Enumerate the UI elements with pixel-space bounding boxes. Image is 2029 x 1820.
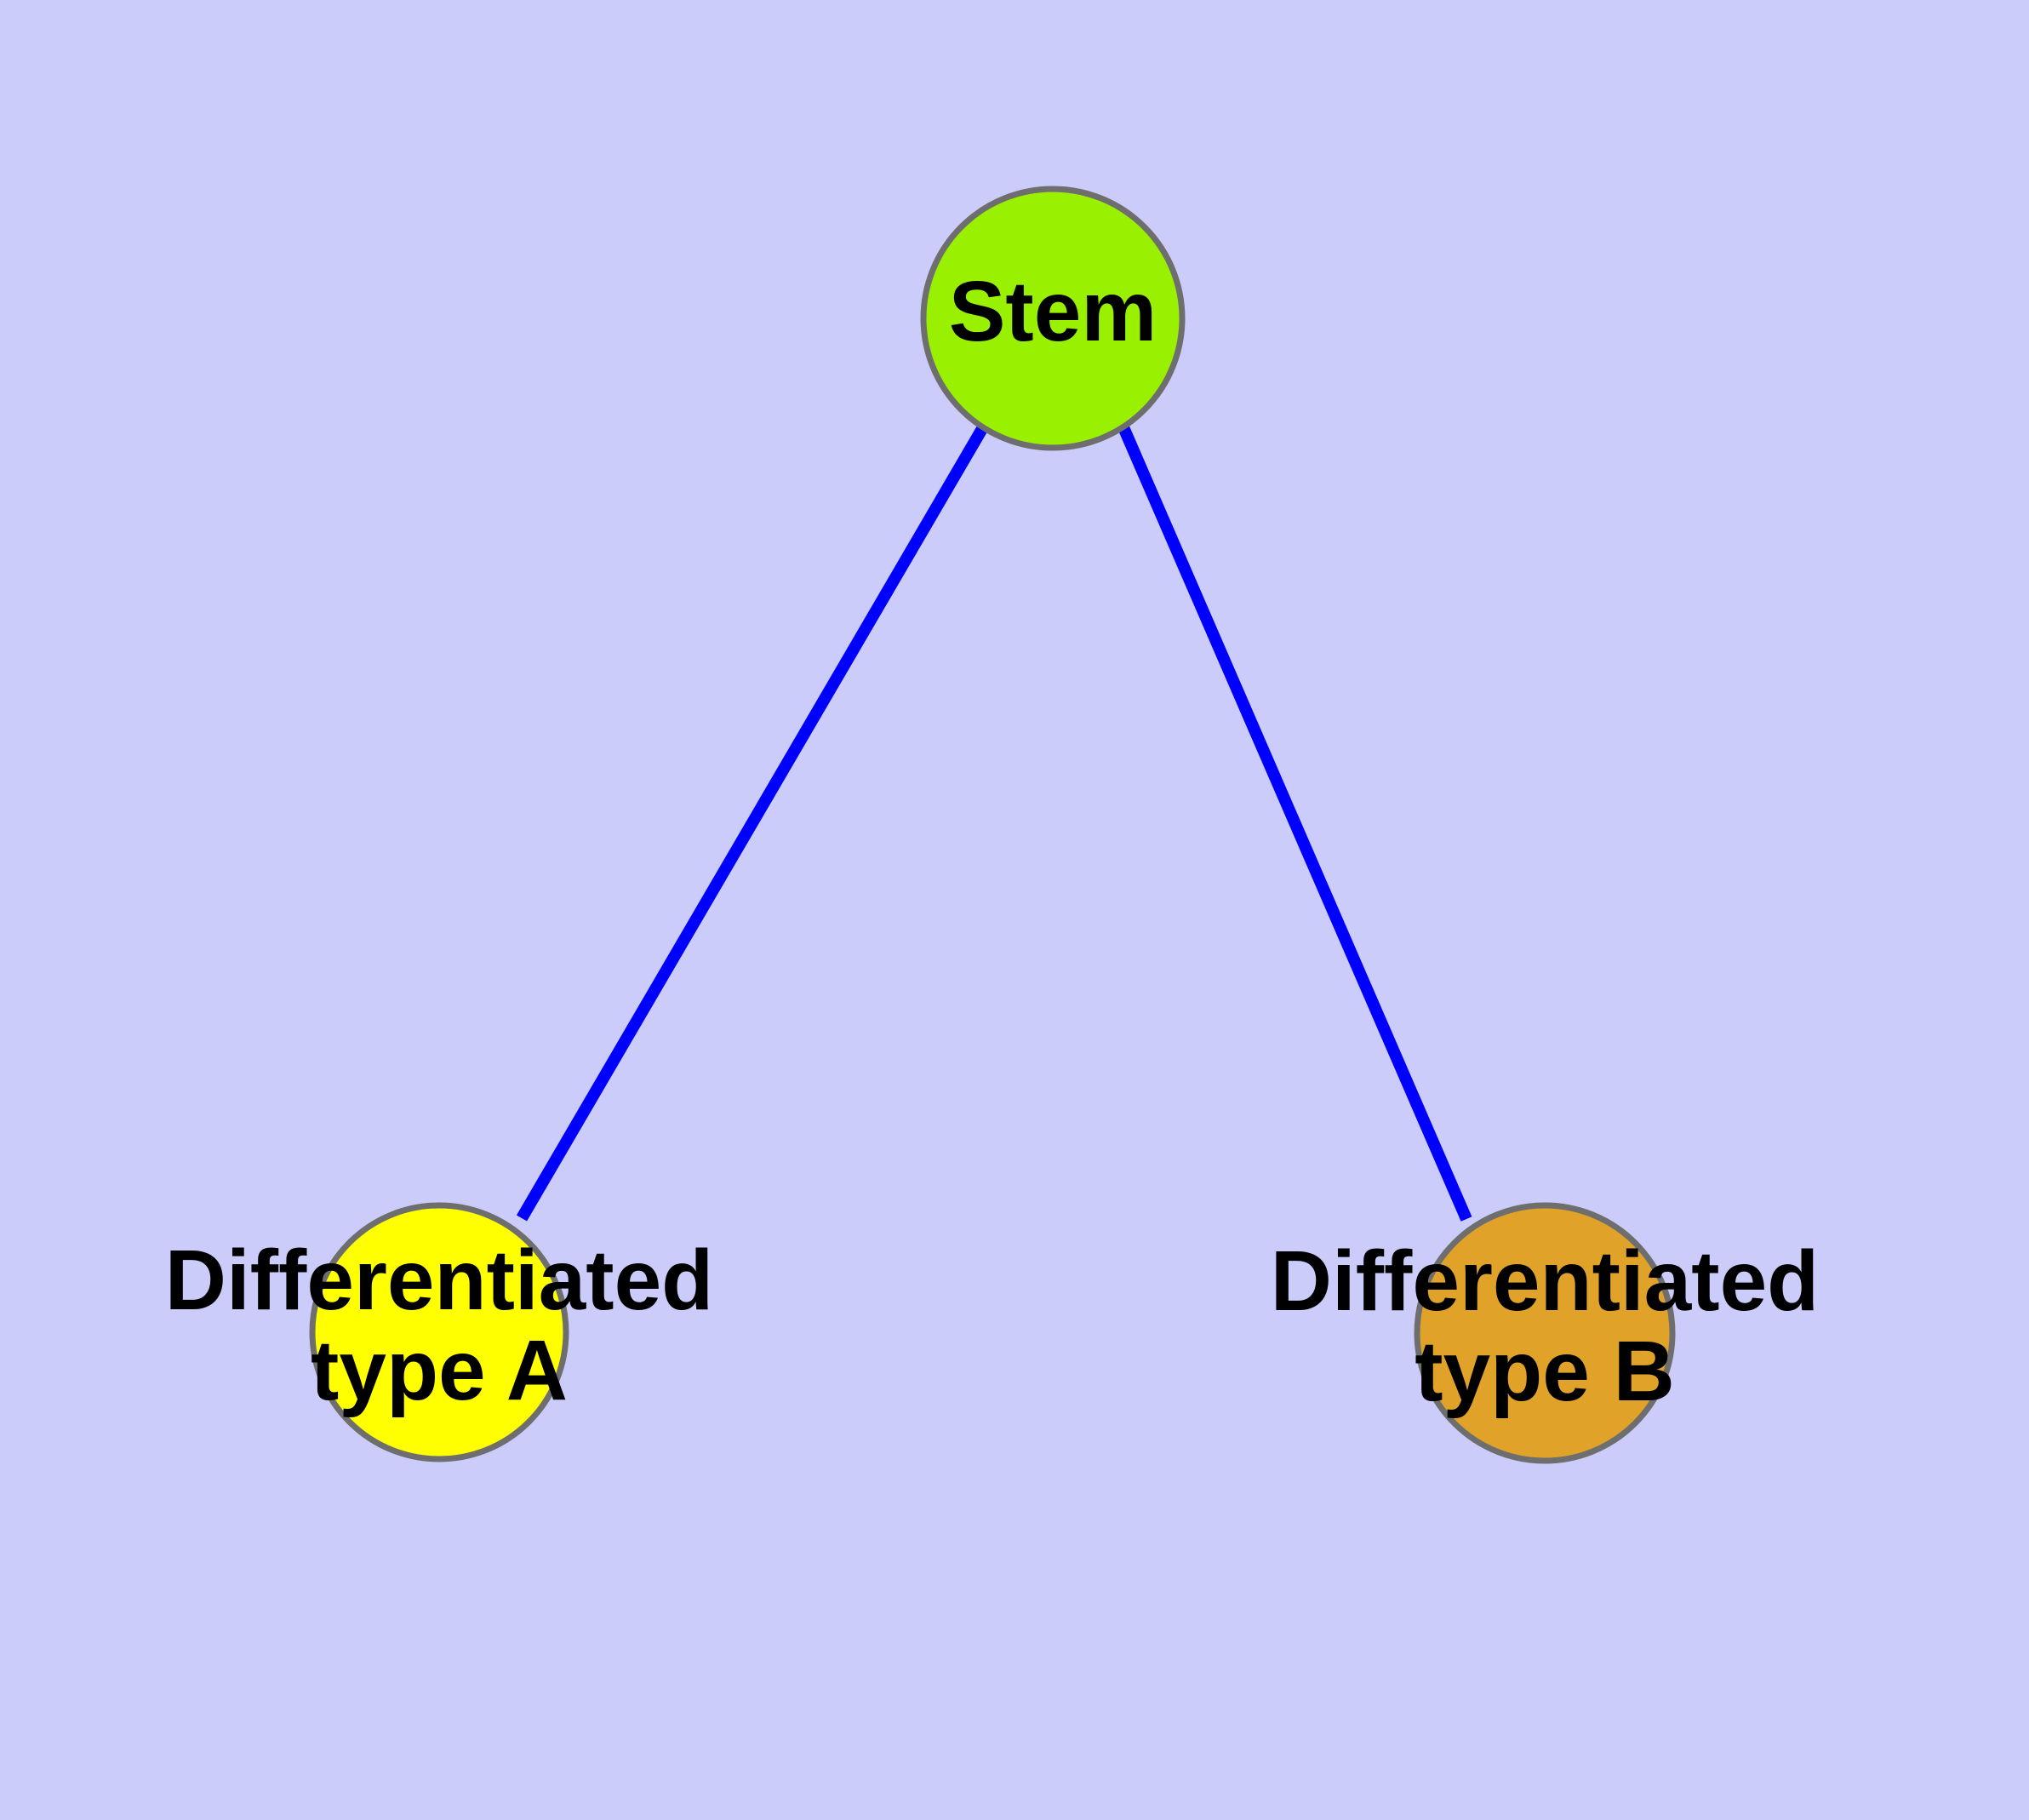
graph-edge-stem-to-b — [1117, 425, 1472, 1222]
graph-node-stem[interactable] — [920, 186, 1186, 451]
node-label-line: Differentiated — [165, 1233, 714, 1328]
graph-node-diff-b[interactable] — [1414, 1202, 1676, 1464]
node-label-line: type A — [311, 1323, 568, 1418]
graph-edge-stem-to-a — [516, 424, 989, 1222]
nodes-layer — [309, 186, 1676, 1464]
node-label-line: Differentiated — [1271, 1233, 1820, 1329]
node-label-line: Stem — [949, 264, 1157, 359]
graph-node-diff-a[interactable] — [309, 1202, 569, 1462]
edges-layer — [516, 424, 1472, 1222]
node-label-stem: Stem — [949, 264, 1157, 359]
node-label-line: type B — [1415, 1324, 1675, 1419]
